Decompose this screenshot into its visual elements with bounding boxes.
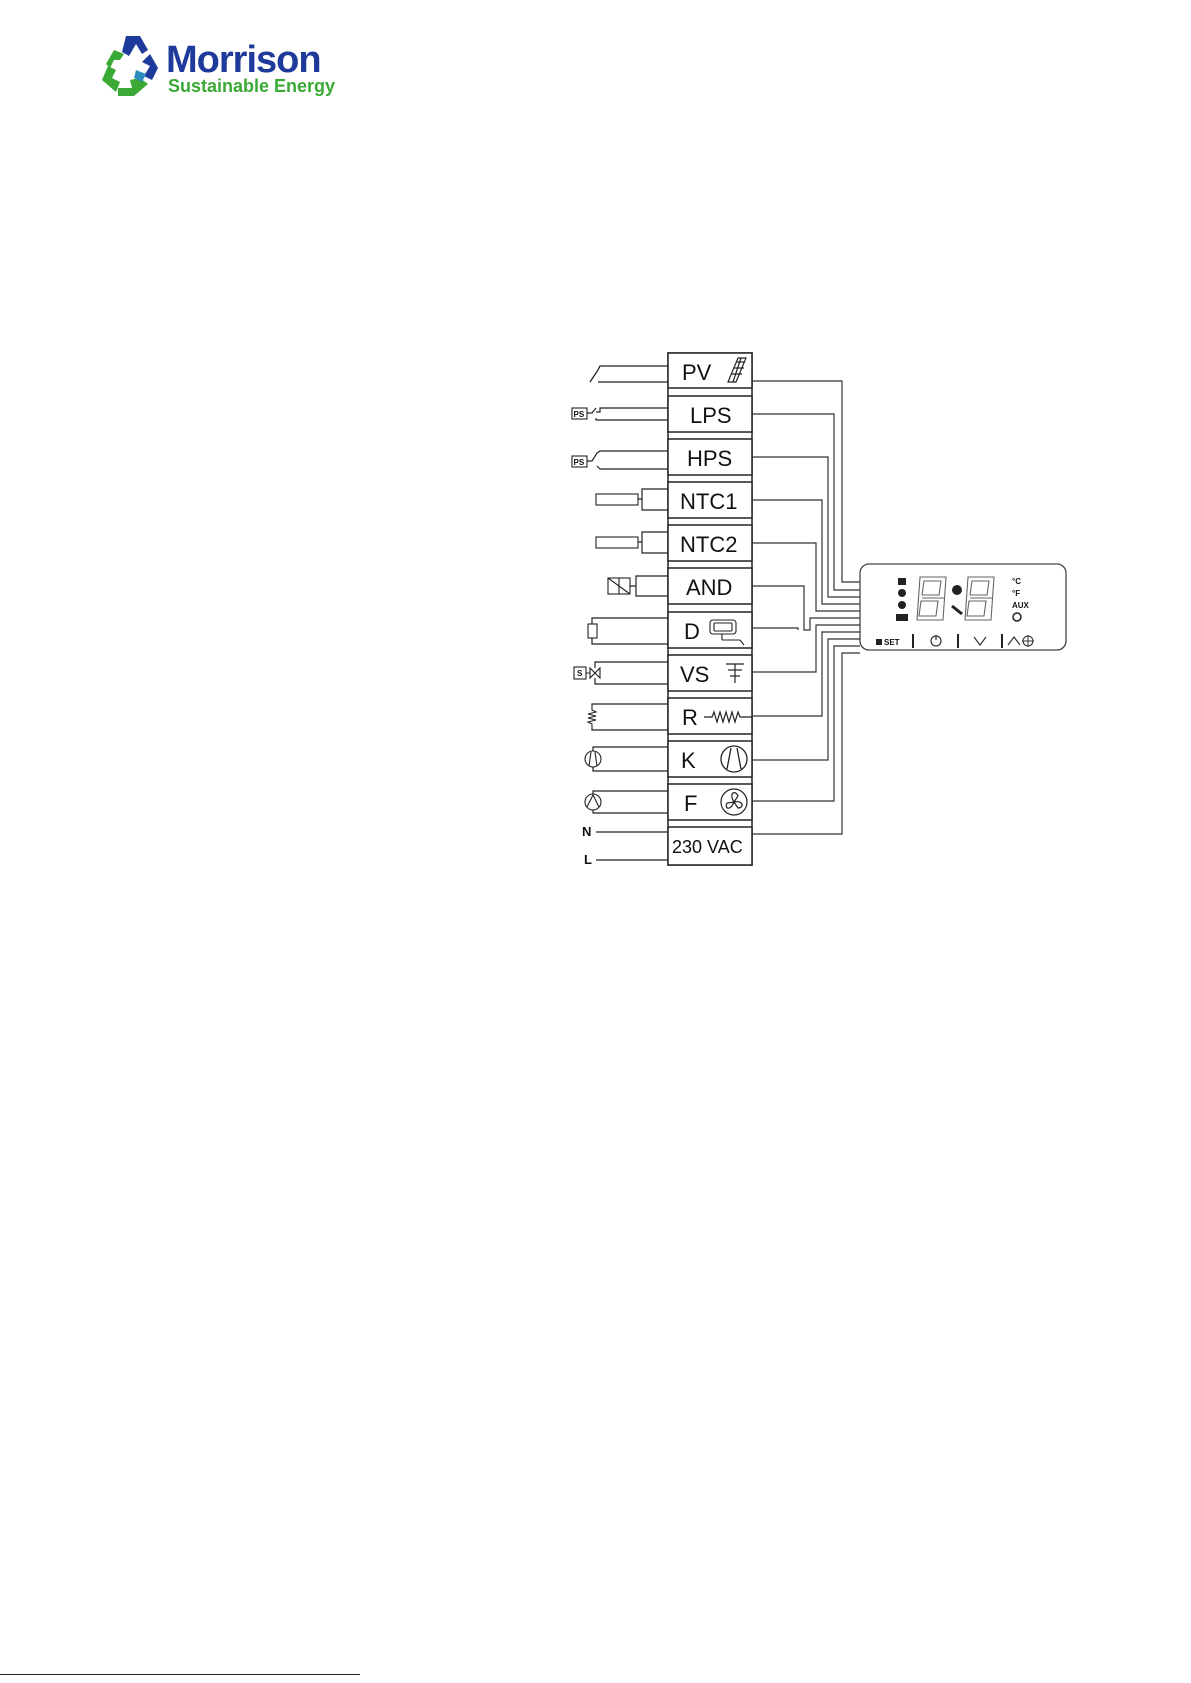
fan-small-icon xyxy=(898,589,906,597)
controller-wires xyxy=(752,381,860,834)
solar-icon xyxy=(952,585,962,595)
terminal-k: K xyxy=(585,741,752,777)
pressure-switch-icon: PS xyxy=(572,456,587,467)
set-button[interactable]: SET xyxy=(884,638,900,647)
terminal-ntc2-label: NTC2 xyxy=(680,532,737,557)
solenoid-valve-icon: S xyxy=(574,667,600,679)
footer-line xyxy=(0,1674,360,1675)
terminal-and: AND xyxy=(608,568,752,604)
terminal-hps-label: HPS xyxy=(687,446,732,471)
fahrenheit-indicator: °F xyxy=(1012,589,1020,598)
aux-indicator: AUX xyxy=(1012,601,1030,610)
svg-text:S: S xyxy=(577,669,583,678)
switch-icon xyxy=(590,370,598,382)
neutral-label: N xyxy=(582,824,591,839)
terminal-power-label: 230 VAC xyxy=(672,837,743,857)
terminal-vs-label: VS xyxy=(680,662,709,687)
celsius-indicator: °C xyxy=(1012,577,1021,586)
terminal-d: D xyxy=(588,612,752,648)
relay-icon xyxy=(588,624,597,638)
terminal-r: R xyxy=(588,698,752,734)
compressor-icon xyxy=(585,751,601,767)
pressure-switch-icon: PS xyxy=(572,408,587,419)
terminal-vs: VS S xyxy=(574,655,752,691)
terminal-ntc1: NTC1 xyxy=(596,482,752,518)
terminal-ntc1-label: NTC1 xyxy=(680,489,737,514)
probe-icon xyxy=(596,494,638,505)
terminal-blocks: PV LPS PS HPS xyxy=(572,353,752,867)
terminal-k-label: K xyxy=(681,748,696,773)
terminal-pv: PV xyxy=(590,353,752,388)
heater-icon xyxy=(588,706,596,728)
terminal-lps: LPS PS xyxy=(572,396,752,432)
anode-icon xyxy=(608,578,630,594)
fan-icon xyxy=(585,794,601,810)
svg-text:PS: PS xyxy=(574,458,585,467)
probe-icon xyxy=(596,537,638,548)
terminal-r-label: R xyxy=(682,705,698,730)
terminal-power: 230 VAC N L xyxy=(582,824,752,867)
terminal-d-label: D xyxy=(684,619,700,644)
battery-icon xyxy=(896,614,908,621)
terminal-ntc2: NTC2 xyxy=(596,525,752,561)
terminal-f-label: F xyxy=(684,791,697,816)
controller-panel: °C °F AUX SET xyxy=(860,564,1066,650)
terminal-hps: HPS PS xyxy=(572,439,752,475)
snowflake-icon xyxy=(898,578,906,585)
terminal-lps-label: LPS xyxy=(690,403,732,428)
svg-text:PS: PS xyxy=(574,410,585,419)
live-label: L xyxy=(584,852,592,867)
water-icon xyxy=(898,601,906,609)
terminal-pv-label: PV xyxy=(682,360,712,385)
terminal-f: F xyxy=(585,784,752,820)
lock-icon xyxy=(876,639,882,645)
terminal-and-label: AND xyxy=(686,575,732,600)
